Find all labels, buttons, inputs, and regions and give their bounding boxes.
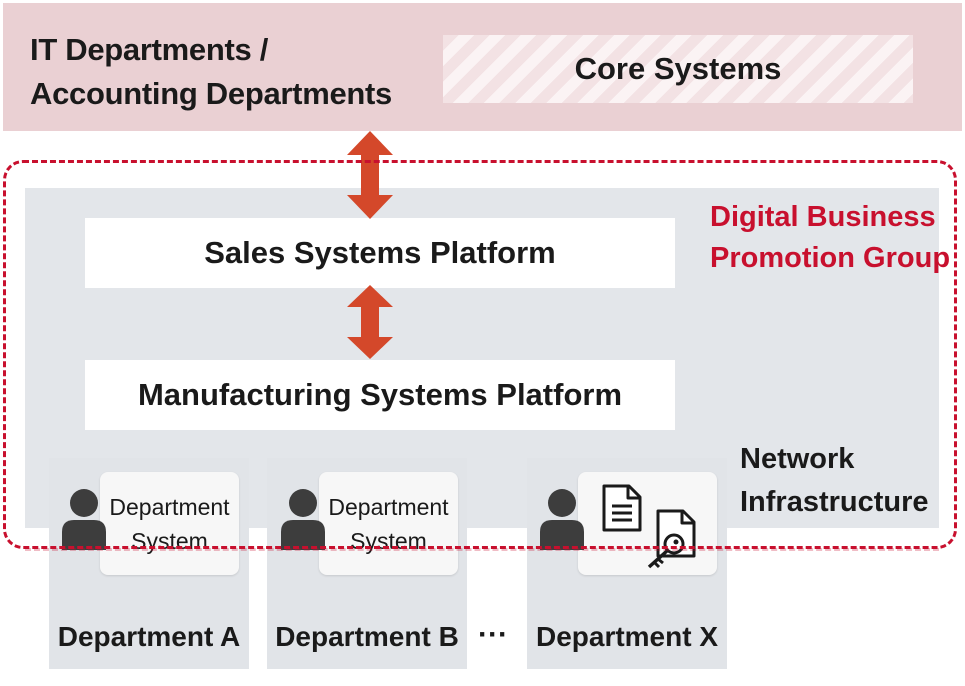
it-accounting-title: IT Departments / Accounting Departments: [30, 28, 392, 116]
department-a-system-line1: Department: [109, 494, 230, 520]
ellipsis: ···: [478, 618, 508, 651]
digital-business-promotion-group-label: Digital Business Promotion Group: [710, 197, 950, 279]
department-x-name: Department X: [535, 621, 719, 652]
double-arrow-icon: [347, 285, 393, 359]
dg-label-line2: Promotion Group: [710, 242, 951, 274]
network-label-line1: Network: [740, 443, 855, 475]
department-b-system-card: Department System: [319, 472, 458, 575]
digital-business-promotion-group-border: [3, 160, 957, 549]
group-boundary-line: [25, 548, 939, 551]
manufacturing-platform-label: Manufacturing Systems Platform: [137, 377, 623, 412]
network-label-line2: Infrastructure: [740, 486, 929, 518]
department-a-system-card: Department System: [100, 472, 239, 575]
manufacturing-systems-platform: Manufacturing Systems Platform: [85, 360, 675, 430]
department-b-name: Department B: [275, 621, 459, 652]
sales-platform-label: Sales Systems Platform: [204, 235, 556, 270]
core-systems-label: Core Systems: [574, 51, 782, 86]
department-b-system-line1: Department: [328, 494, 449, 520]
department-a-system-line2: System: [131, 528, 208, 554]
department-a-name: Department A: [57, 621, 241, 652]
double-arrow-icon: [347, 131, 393, 219]
it-title-line1: IT Departments /: [30, 32, 269, 67]
it-title-line2: Accounting Departments: [30, 76, 392, 111]
dg-label-line1: Digital Business: [710, 201, 936, 233]
core-systems-box: Core Systems: [443, 35, 913, 103]
person-icon: [540, 489, 584, 550]
sales-systems-platform: Sales Systems Platform: [85, 218, 675, 288]
person-icon: [281, 489, 325, 550]
person-icon: [62, 489, 106, 550]
network-infrastructure-label: Network Infrastructure: [740, 438, 929, 524]
document-icon: [602, 484, 642, 532]
department-b-system-line2: System: [350, 528, 427, 554]
